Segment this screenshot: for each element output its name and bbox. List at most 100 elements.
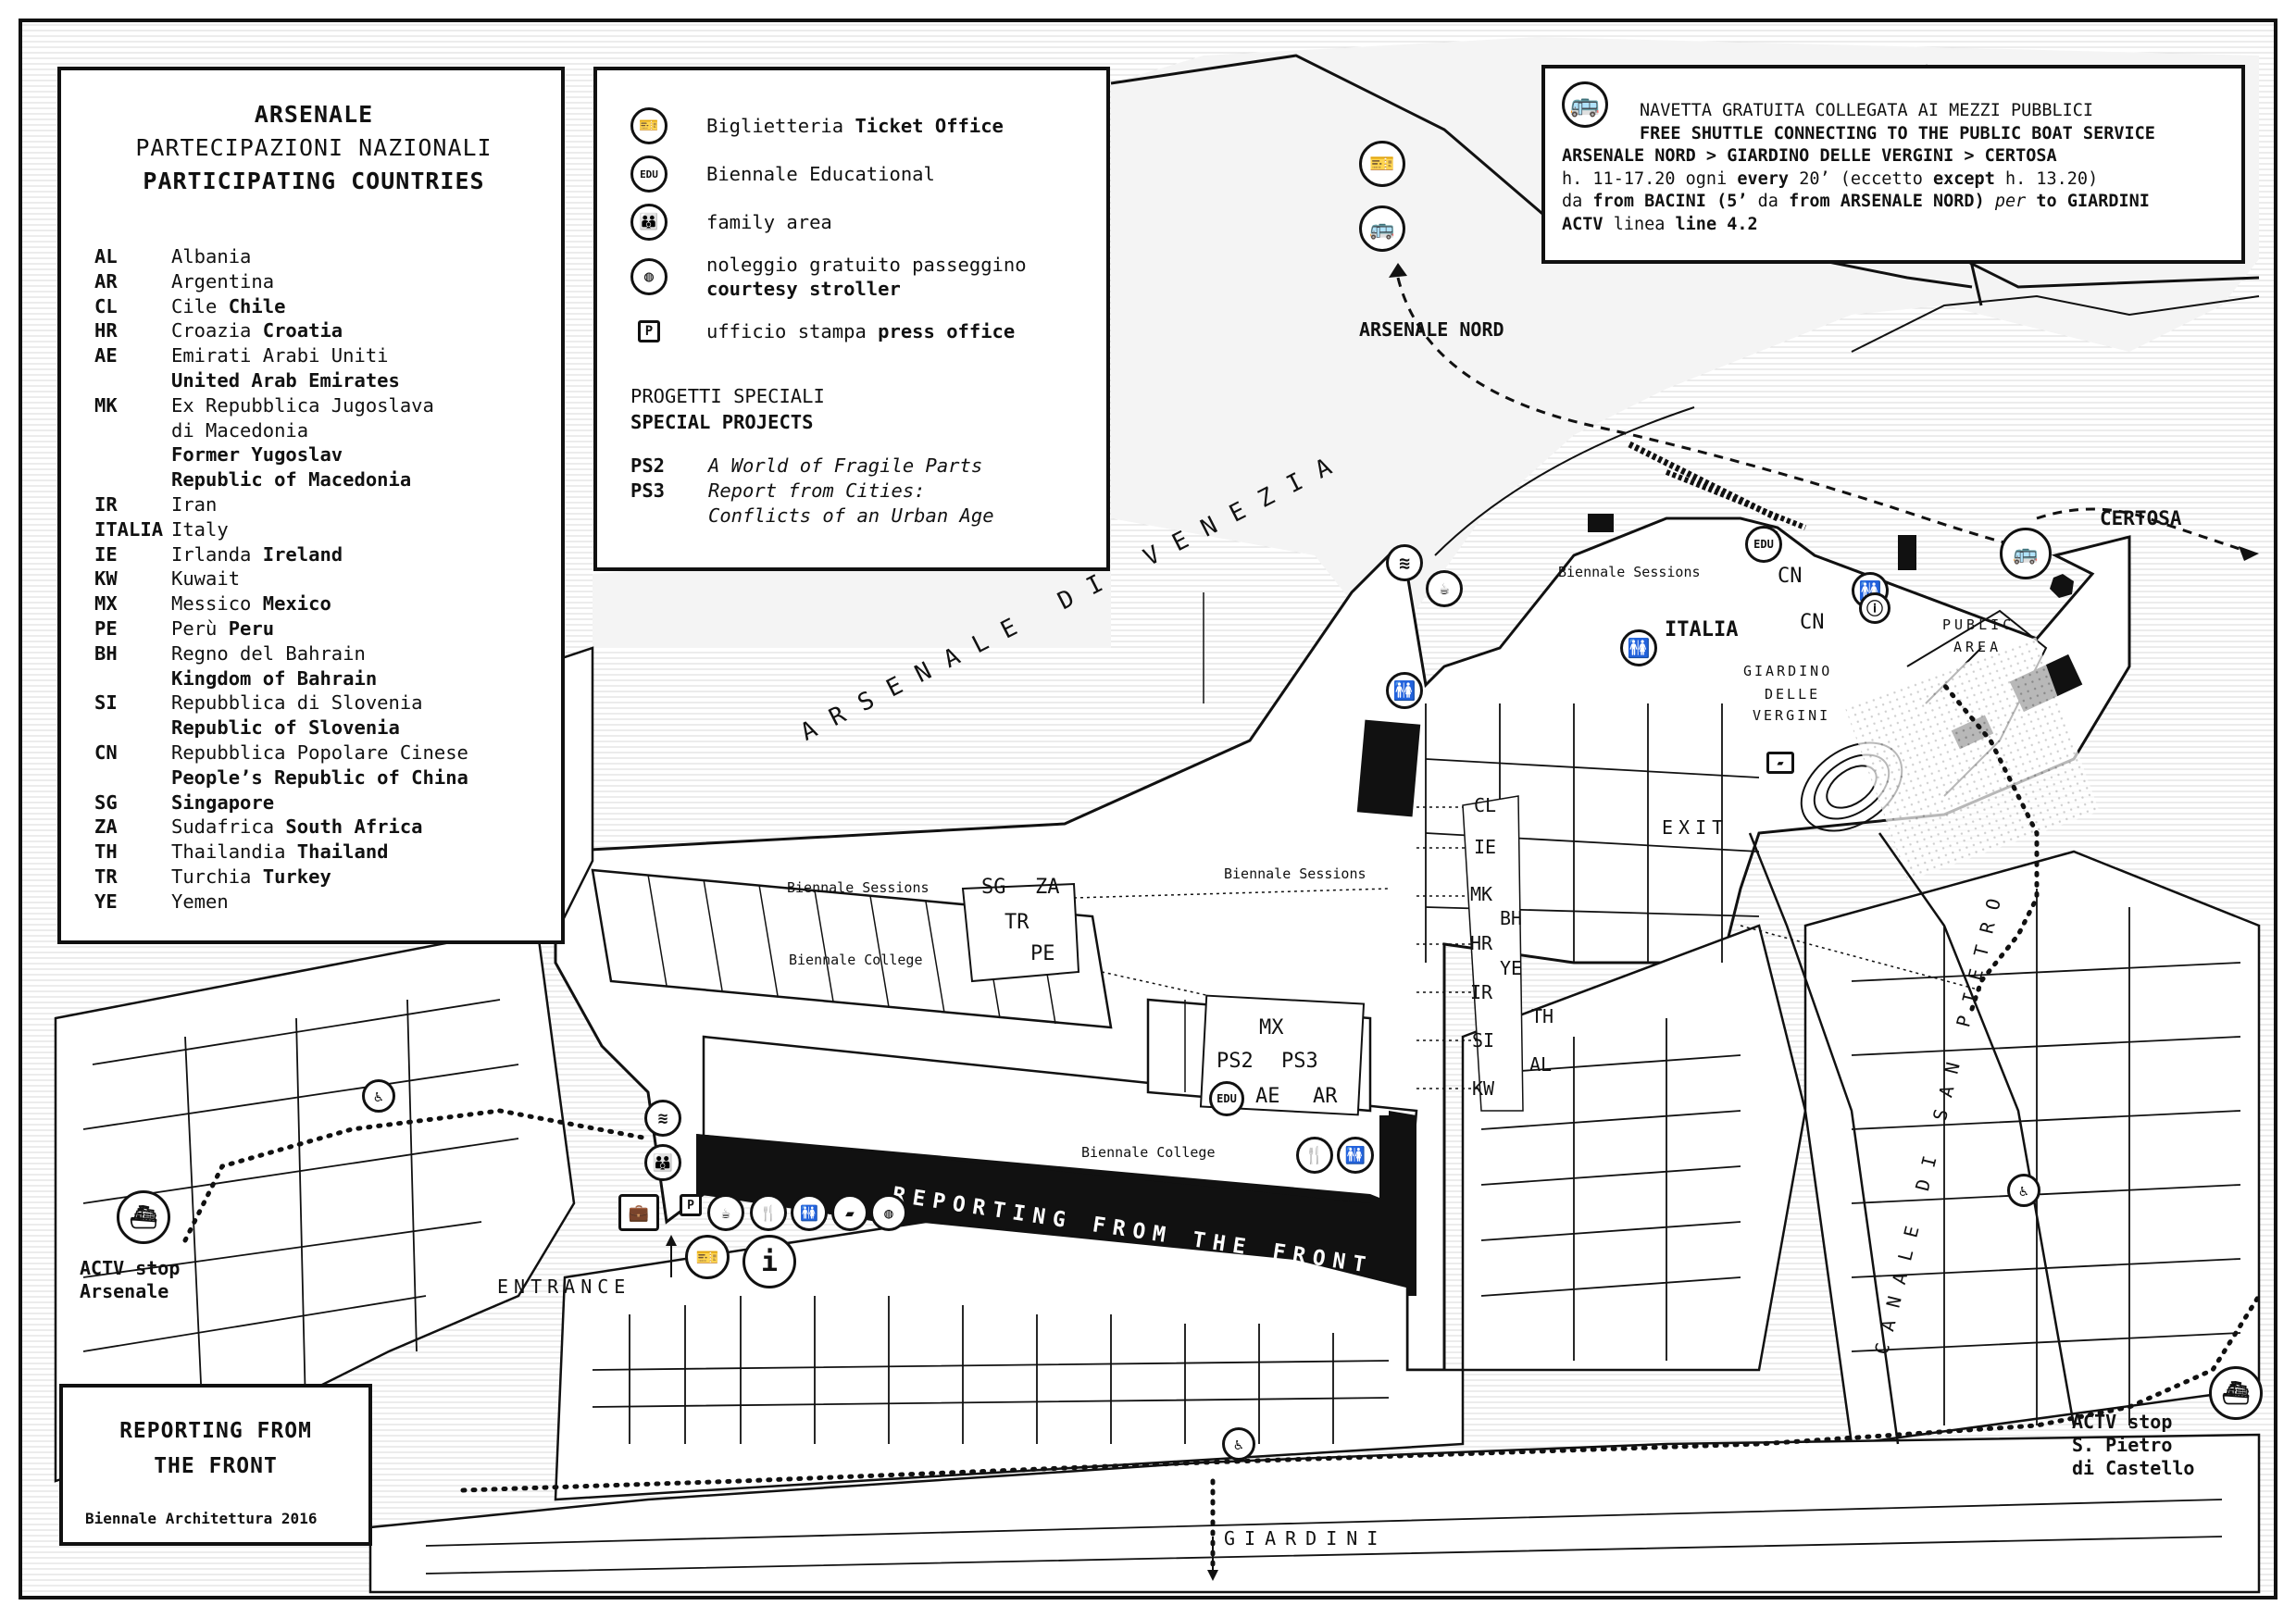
label-certosa: CERTOSA bbox=[2100, 507, 2182, 529]
shuttle-info-box: 🚌 NAVETTA GRATUITA COLLEGATA AI MEZZI PU… bbox=[1541, 65, 2245, 264]
special-projects-title: PROGETTI SPECIALI SPECIAL PROJECTS bbox=[630, 383, 1106, 435]
map-shuttle-icon[interactable]: 🚌 bbox=[1359, 205, 1405, 252]
pavilion-za[interactable]: ZA bbox=[1035, 876, 1060, 899]
map-accessible-icon-2[interactable]: ♿ bbox=[1222, 1427, 1255, 1461]
map-ticket-icon-2[interactable]: 🎫 bbox=[685, 1235, 730, 1279]
map-shuttle-stop-icon[interactable]: 🚌 bbox=[2000, 528, 2052, 579]
map-info-icon[interactable]: i bbox=[742, 1235, 796, 1288]
pavilion-hr[interactable]: HR bbox=[1470, 932, 1493, 954]
shuttle-departure: da from BACINI (5’ da from ARSENALE NORD… bbox=[1562, 192, 2150, 211]
pavilion-ir[interactable]: IR bbox=[1470, 981, 1493, 1003]
pavilion-ye[interactable]: YE bbox=[1500, 957, 1523, 979]
map-actv-arsenale-icon[interactable]: ⛴ bbox=[117, 1190, 170, 1244]
map-ticket-icon[interactable]: 🎫 bbox=[1359, 141, 1405, 187]
map-press-icon[interactable]: P bbox=[680, 1194, 702, 1216]
map-cafe-icon-2[interactable]: ☕ bbox=[707, 1194, 744, 1231]
country-code: MK bbox=[94, 393, 118, 417]
map-accessible-icon-3[interactable]: ♿ bbox=[2007, 1174, 2040, 1207]
edu-icon: EDU bbox=[630, 156, 668, 193]
label-arsenale-nord: ARSENALE NORD bbox=[1359, 318, 1504, 341]
service-label: Biglietteria Ticket Office bbox=[706, 115, 1004, 137]
map-cafe-icon[interactable]: ☕ bbox=[1426, 570, 1463, 607]
label-giardino: GIARDINO bbox=[1743, 663, 1833, 679]
pavilion-ps3[interactable]: PS3 bbox=[1281, 1050, 1318, 1073]
map-info-icon-small[interactable]: ⓘ bbox=[1859, 592, 1890, 624]
country-code: AR bbox=[94, 269, 118, 292]
pavilion-tr[interactable]: TR bbox=[1004, 911, 1029, 934]
pavilion-ar[interactable]: AR bbox=[1313, 1085, 1338, 1108]
service-label: ufficio stampa press office bbox=[706, 320, 1016, 342]
map-bookshop-icon-2[interactable]: ▰ bbox=[831, 1194, 868, 1231]
map-restaurant-icon[interactable]: 🍴 bbox=[1296, 1137, 1333, 1174]
project-ps3: PS3 Report from Cities:Conflicts of an U… bbox=[630, 479, 1106, 529]
pavilion-sg[interactable]: SG bbox=[981, 876, 1006, 899]
country-name: Irlanda Ireland bbox=[171, 542, 343, 566]
map-luggage-icon[interactable]: 💼 bbox=[618, 1194, 659, 1231]
map-restaurant-icon-2[interactable]: 🍴 bbox=[750, 1194, 787, 1231]
shuttle-actv-line: ACTV linea line 4.2 bbox=[1562, 214, 1758, 234]
country-code: PE bbox=[94, 616, 118, 640]
map-restroom-icon-4[interactable]: 🚻 bbox=[1337, 1137, 1374, 1174]
map-wifi-icon-2[interactable]: ≋ bbox=[644, 1100, 681, 1137]
pavilion-cn-2[interactable]: CN bbox=[1800, 611, 1825, 634]
map-wifi-icon[interactable]: ≋ bbox=[1386, 544, 1423, 581]
label-exit: EXIT bbox=[1662, 816, 1729, 839]
service-label: family area bbox=[706, 211, 832, 233]
map-family-icon[interactable]: 👪 bbox=[644, 1144, 681, 1181]
country-name: Iran bbox=[171, 492, 218, 516]
label-biennale-college-2: Biennale College bbox=[1081, 1144, 1216, 1161]
pavilion-ie[interactable]: IE bbox=[1474, 836, 1497, 858]
map-edu-icon-2[interactable]: EDU bbox=[1209, 1081, 1244, 1116]
country-code: AE bbox=[94, 344, 118, 367]
ticket-icon: 🎫 bbox=[630, 107, 668, 144]
pavilion-mx[interactable]: MX bbox=[1259, 1016, 1284, 1039]
map-restroom-icon-2[interactable]: 🚻 bbox=[1620, 629, 1657, 666]
label-actv-pietro-2: S. Pietro bbox=[2072, 1434, 2173, 1456]
service-item-family: 👪family area bbox=[630, 198, 1106, 246]
map-actv-pietro-icon[interactable]: ⛴ bbox=[2209, 1366, 2263, 1420]
pavilion-bh[interactable]: BH bbox=[1500, 907, 1523, 929]
map-accessible-icon[interactable]: ♿ bbox=[362, 1079, 395, 1113]
press-icon: P bbox=[638, 320, 660, 342]
label-area: AREA bbox=[1953, 639, 2003, 655]
pavilion-cn-1[interactable]: CN bbox=[1778, 565, 1803, 588]
pavilion-ps2[interactable]: PS2 bbox=[1217, 1050, 1254, 1073]
map-restroom-icon[interactable]: 🚻 bbox=[1386, 672, 1423, 709]
pavilion-th[interactable]: TH bbox=[1531, 1005, 1554, 1027]
map-edu-icon[interactable]: EDU bbox=[1745, 526, 1782, 563]
pavilion-si[interactable]: SI bbox=[1472, 1029, 1495, 1052]
country-code: ZA bbox=[94, 815, 118, 839]
country-name: Singapore bbox=[171, 790, 275, 814]
pavilion-pe[interactable]: PE bbox=[1030, 942, 1055, 965]
map-restroom-icon-5[interactable]: 🚻 bbox=[791, 1194, 828, 1231]
pavilion-cl[interactable]: CL bbox=[1474, 794, 1497, 816]
country-code: IR bbox=[94, 492, 118, 516]
project-name: A World of Fragile Parts bbox=[708, 454, 983, 477]
pavilion-kw[interactable]: KW bbox=[1472, 1077, 1495, 1100]
map-bookshop-icon[interactable]: ▰ bbox=[1766, 752, 1794, 774]
label-giardini: GIARDINI bbox=[1224, 1527, 1388, 1550]
special-projects-title-it: PROGETTI SPECIALI bbox=[630, 385, 825, 407]
pavilion-ae[interactable]: AE bbox=[1255, 1085, 1280, 1108]
pavilion-al[interactable]: AL bbox=[1529, 1053, 1553, 1076]
country-code: MX bbox=[94, 592, 118, 616]
stroller-icon: ◍ bbox=[630, 258, 668, 295]
pavilion-mk[interactable]: MK bbox=[1470, 883, 1493, 905]
label-biennale-sessions-1: Biennale Sessions bbox=[787, 879, 930, 896]
project-code: PS3 bbox=[630, 479, 666, 502]
country-code: CN bbox=[94, 741, 118, 764]
label-actv-arsenale-2: Arsenale bbox=[80, 1280, 169, 1302]
map-stroller-icon[interactable]: ◍ bbox=[870, 1194, 907, 1231]
